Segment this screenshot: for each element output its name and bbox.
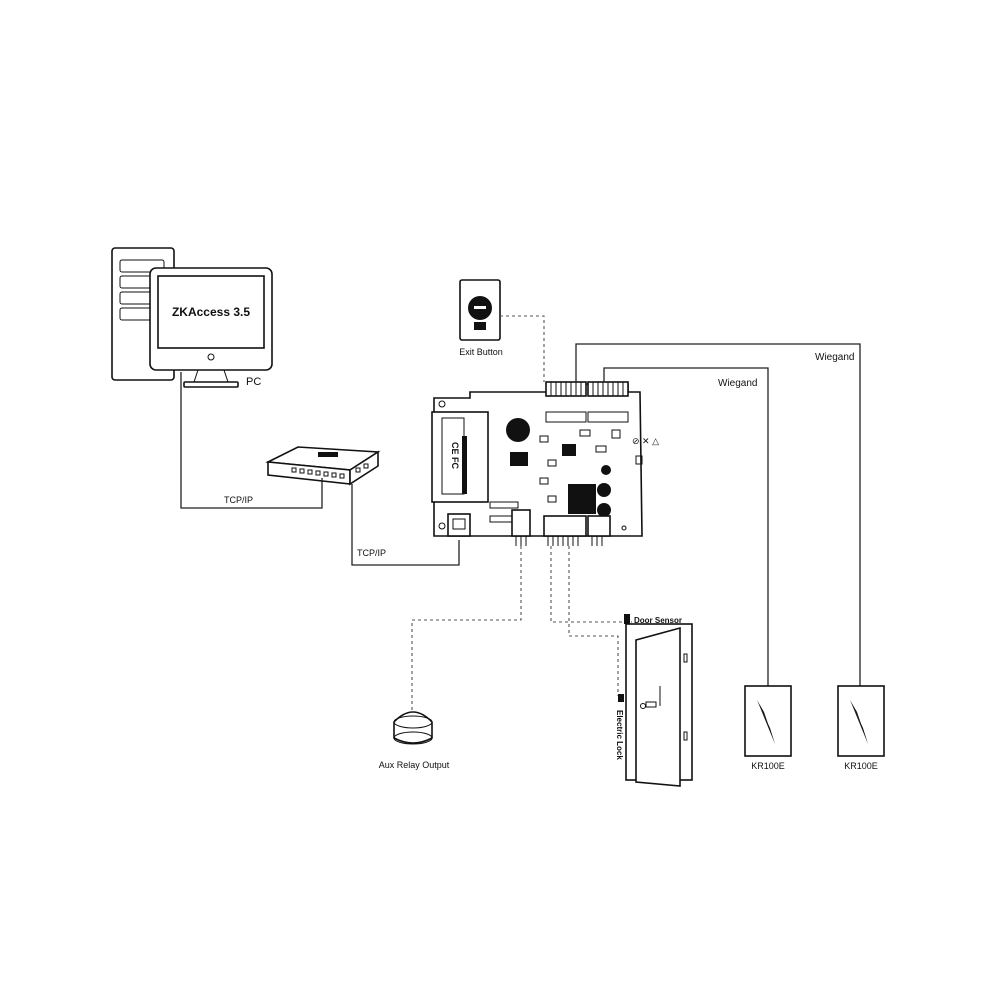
electric-lock-icon — [618, 694, 624, 702]
door-sensor-label: Door Sensor — [634, 616, 682, 625]
pc-computer: ZKAccess 3.5 PC — [111, 247, 273, 388]
tcpip-wire-pc — [180, 372, 323, 509]
door: Door Sensor Electric Lock — [615, 614, 693, 787]
tcpip-wire-controller — [351, 484, 460, 566]
electric-lock-label: Electric Lock — [615, 710, 624, 760]
reader-label-2: KR100E — [844, 761, 878, 771]
terminal-block-bottom-left — [543, 515, 587, 537]
exit-button-wire — [500, 315, 545, 382]
svg-text:⊘ ✕ △: ⊘ ✕ △ — [632, 436, 659, 446]
door-leaf — [635, 626, 681, 787]
wiegand-label-1: Wiegand — [815, 352, 854, 363]
card-reader-1: KR100E — [744, 685, 792, 771]
main-chip — [568, 484, 596, 514]
card-reader-2: KR100E — [837, 685, 885, 771]
relay-connector — [511, 509, 531, 537]
aux-relay-label: Aux Relay Output — [379, 760, 450, 770]
pc-label: PC — [246, 376, 261, 388]
pc-screen — [157, 275, 265, 349]
controller-board: CE FC ⊘ ✕ △ — [431, 381, 659, 546]
rj45-port — [447, 513, 471, 537]
electric-lock-wire — [568, 546, 619, 696]
exit-button: Exit Button — [459, 279, 503, 357]
aux-relay-device — [393, 711, 433, 745]
exit-button-label: Exit Button — [459, 347, 503, 357]
battery-icon — [506, 418, 530, 442]
door-sensor-wire — [550, 546, 632, 623]
wiegand-wire-2 — [603, 367, 769, 686]
pc-screen-text: ZKAccess 3.5 — [172, 305, 250, 319]
terminal-block-bottom-right — [587, 515, 611, 537]
aux-relay-wire — [411, 546, 522, 712]
wiegand-label-2: Wiegand — [718, 378, 757, 389]
tcpip-label-upper: TCP/IP — [224, 495, 253, 505]
network-switch — [265, 446, 381, 486]
reader-label-1: KR100E — [751, 761, 785, 771]
power-module — [431, 411, 489, 503]
board-mark: CE FC — [450, 442, 460, 470]
tcpip-label-lower: TCP/IP — [357, 548, 386, 558]
wiegand-wire-1 — [575, 343, 861, 686]
